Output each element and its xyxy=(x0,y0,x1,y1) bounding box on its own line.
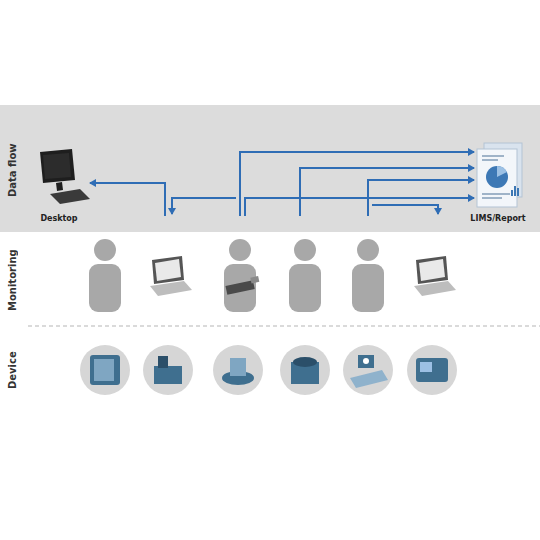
node-label: Desktop xyxy=(40,214,77,224)
device-icons xyxy=(80,345,457,395)
usb-stick xyxy=(225,276,259,295)
desktop-icon xyxy=(40,149,90,204)
row-separator xyxy=(28,326,540,327)
person-icons xyxy=(89,239,384,312)
icon-node: LIMS/Report xyxy=(458,140,538,224)
row-label: Monitoring xyxy=(4,240,20,320)
laptop-icons xyxy=(150,256,456,296)
icon-node: Desktop xyxy=(26,148,92,224)
data-flow-band xyxy=(0,105,540,232)
data-flow-arrows xyxy=(90,152,474,216)
report-icon xyxy=(477,143,522,207)
node-label: LIMS/Report xyxy=(470,214,525,224)
row-label: Device xyxy=(4,335,20,405)
row-label: Data flow xyxy=(4,118,20,222)
